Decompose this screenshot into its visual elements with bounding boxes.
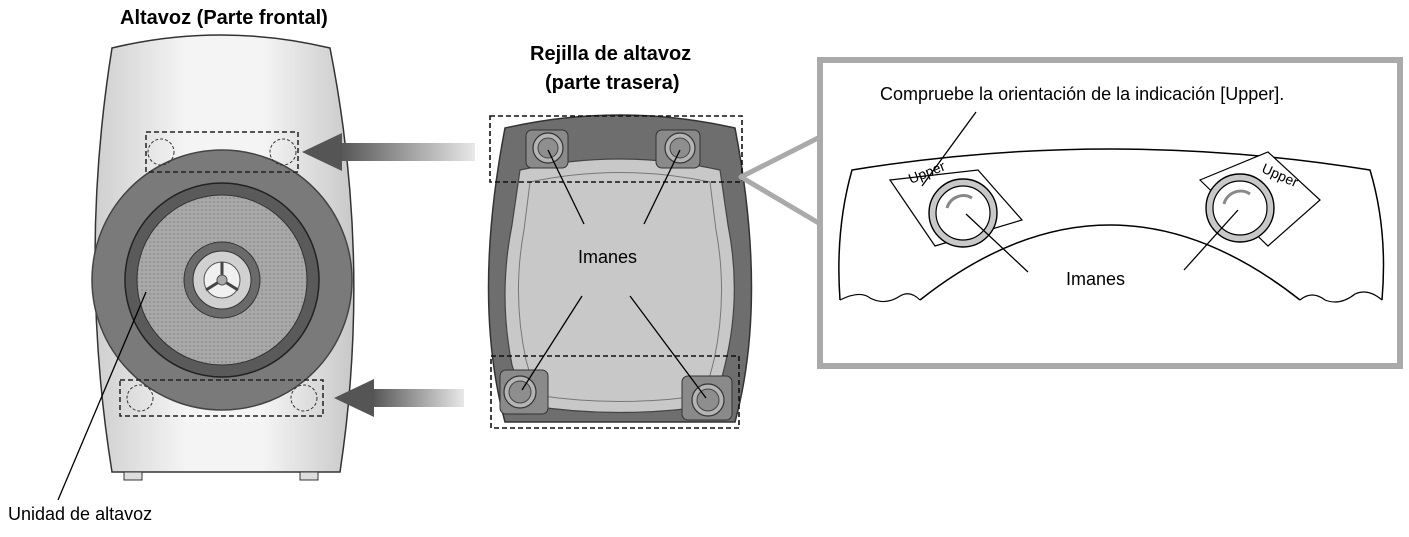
front-top-dashed-box bbox=[145, 131, 299, 173]
speaker-grille bbox=[487, 114, 753, 429]
grille-magnet-bottom-right bbox=[681, 375, 733, 421]
front-title: Altavoz (Parte frontal) bbox=[120, 7, 328, 29]
detail-torn-left bbox=[839, 293, 921, 303]
front-bottom-dashed-box bbox=[119, 379, 324, 417]
speaker-foot-left bbox=[123, 471, 143, 481]
callout-connector bbox=[738, 133, 825, 228]
grille-magnet-top-left bbox=[525, 129, 569, 169]
grille-bottom-dashed-box bbox=[490, 355, 740, 429]
magnets-detail-label: Imanes bbox=[1066, 269, 1126, 289]
detail-pointers bbox=[921, 111, 1239, 273]
detail-top-strip bbox=[838, 148, 1385, 301]
check-note: Compruebe la orientación de la indicació… bbox=[880, 84, 1285, 104]
callout-frame bbox=[817, 57, 1403, 369]
grille-top-dashed-box bbox=[489, 115, 743, 183]
front-top-left-hole bbox=[147, 138, 175, 166]
detail-callout bbox=[738, 57, 1403, 369]
detail-magnet-left bbox=[888, 169, 1024, 248]
arrow-bottom bbox=[334, 379, 464, 417]
arrow-top bbox=[302, 133, 475, 171]
front-bottom-left-hole bbox=[126, 384, 154, 412]
detail-magnet-right bbox=[1198, 151, 1321, 247]
grille-title-line1: Rejilla de altavoz bbox=[530, 43, 692, 65]
grille-magnet-bottom-left bbox=[499, 369, 549, 415]
speaker-front bbox=[57, 34, 355, 501]
speaker-unit-pointer bbox=[57, 291, 147, 501]
detail-inner-arc bbox=[919, 224, 1301, 301]
grille-magnet-top-right bbox=[655, 129, 701, 169]
front-top-right-hole bbox=[269, 138, 297, 166]
detail-torn-right bbox=[1299, 291, 1383, 303]
speaker-foot-right bbox=[299, 471, 319, 481]
magnets-grille-label: Imanes bbox=[578, 247, 638, 268]
speaker-unit-label: Unidad de altavoz bbox=[8, 504, 153, 524]
grille-magnet-pointers bbox=[521, 149, 707, 399]
grille-title-line2: (parte trasera) bbox=[545, 72, 680, 94]
front-bottom-right-hole bbox=[290, 384, 318, 412]
